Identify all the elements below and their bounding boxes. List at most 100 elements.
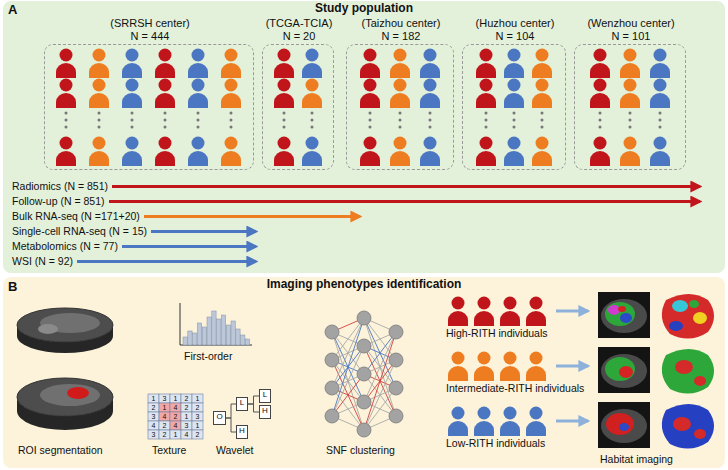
wavelet-letter: H	[237, 426, 247, 436]
matrix-cell	[170, 412, 181, 421]
matrix-value: 1	[181, 412, 192, 421]
roi-region	[67, 387, 89, 399]
tumor-3d	[662, 294, 714, 339]
histogram-axes	[180, 303, 252, 345]
person-icon	[122, 49, 142, 79]
habitat-region	[605, 302, 635, 326]
person-icon	[188, 49, 208, 79]
matrix-value: 2	[159, 430, 170, 439]
ellipsis-dot	[164, 112, 167, 115]
person-icon	[620, 49, 640, 79]
person-icon	[360, 79, 380, 109]
habitat-patch	[694, 376, 706, 386]
network-neuron	[325, 409, 339, 423]
ct-body	[601, 409, 647, 443]
person-icon	[155, 137, 175, 167]
network-neuron	[389, 353, 403, 367]
network-neuron	[357, 311, 371, 325]
ellipsis-dot	[659, 112, 662, 115]
ellipsis-dot	[513, 112, 516, 115]
ellipsis-dot	[541, 119, 544, 122]
histogram-bar	[217, 319, 221, 345]
habitat-region	[608, 305, 620, 315]
matrix-cell	[159, 421, 170, 430]
person-icon	[420, 49, 440, 79]
ellipsis-dot	[311, 126, 314, 129]
panel-title: Imaging phenotypes identification	[3, 278, 725, 291]
matrix-value: 1	[192, 421, 203, 430]
ellipsis-dot	[283, 126, 286, 129]
habitat-region	[618, 306, 626, 312]
habitat-patch	[675, 360, 693, 374]
network-neuron	[357, 395, 371, 409]
matrix-cell	[148, 430, 159, 439]
habitat-patch	[672, 300, 688, 312]
matrix-value: 2	[159, 421, 170, 430]
group-name: Intermediate-RITH individuals	[446, 382, 584, 395]
network-neuron	[325, 381, 339, 395]
ellipsis-dot	[230, 119, 233, 122]
step-name: ROI segmentation	[18, 444, 103, 457]
panel: Imaging phenotypes identificationOLHLH	[3, 277, 725, 468]
center-name: (Taizhou center)	[297, 17, 505, 30]
habitat-region	[606, 413, 634, 435]
matrix-value: 1	[159, 403, 170, 412]
network-neuron	[389, 409, 403, 423]
ellipsis-dot	[599, 112, 602, 115]
matrix-value: 4	[170, 403, 181, 412]
center-name: (Wenzhou center)	[525, 17, 728, 30]
ellipsis-dot	[629, 119, 632, 122]
matrix-value: 1	[148, 394, 159, 403]
neural-network	[325, 311, 403, 437]
histogram	[183, 311, 250, 345]
person-icon	[360, 49, 380, 79]
network-neuron	[389, 325, 403, 339]
matrix-cell	[159, 412, 170, 421]
habitat-3d	[662, 349, 714, 394]
person-icon	[302, 137, 322, 167]
habitat-region	[619, 423, 629, 431]
histogram-bar	[241, 335, 245, 345]
person-icon	[122, 79, 142, 109]
ellipsis-dot	[599, 126, 602, 129]
matrix-cell	[170, 430, 181, 439]
matrix-value: 3	[192, 412, 203, 421]
habitat-arrow	[556, 420, 588, 423]
person-icon	[390, 79, 410, 109]
cohort-box: (TCGA-TCIA)N = 20	[262, 44, 334, 170]
cohort-box: (SRRSH center)N = 444	[44, 44, 254, 170]
network-neuron	[357, 423, 371, 437]
ellipsis-dot	[369, 126, 372, 129]
matrix-cell	[181, 430, 192, 439]
person-icon	[56, 79, 76, 109]
matrix-cell	[192, 403, 203, 412]
person-icon	[476, 79, 496, 109]
ellipsis-dot	[65, 126, 68, 129]
data-arrow	[109, 200, 700, 203]
slab-top	[17, 378, 113, 416]
data-type: Radiomics (N = 851)	[12, 180, 108, 193]
ellipsis-dot	[485, 112, 488, 115]
matrix-value: 2	[170, 412, 181, 421]
wavelet-box: H	[236, 425, 248, 439]
matrix-cell	[148, 412, 159, 421]
matrix-cell	[192, 394, 203, 403]
center-name: (SRRSH center)	[0, 17, 305, 30]
ellipsis-dot	[311, 112, 314, 115]
matrix-value: 1	[170, 430, 181, 439]
ellipsis-dot	[230, 126, 233, 129]
matrix-value: 2	[192, 403, 203, 412]
ellipsis-dot	[131, 112, 134, 115]
matrix-cell	[148, 421, 159, 430]
ellipsis-dot	[369, 119, 372, 122]
person-icon	[590, 79, 610, 109]
wavelet-link	[226, 404, 236, 418]
ct-ground	[598, 402, 650, 448]
person-icon	[526, 407, 546, 437]
ellipsis-dot	[369, 112, 372, 115]
ellipsis-dots	[65, 112, 662, 129]
person-icon	[504, 49, 524, 79]
ellipsis-dot	[485, 126, 488, 129]
ct-slab	[17, 308, 113, 353]
person-icon	[155, 49, 175, 79]
